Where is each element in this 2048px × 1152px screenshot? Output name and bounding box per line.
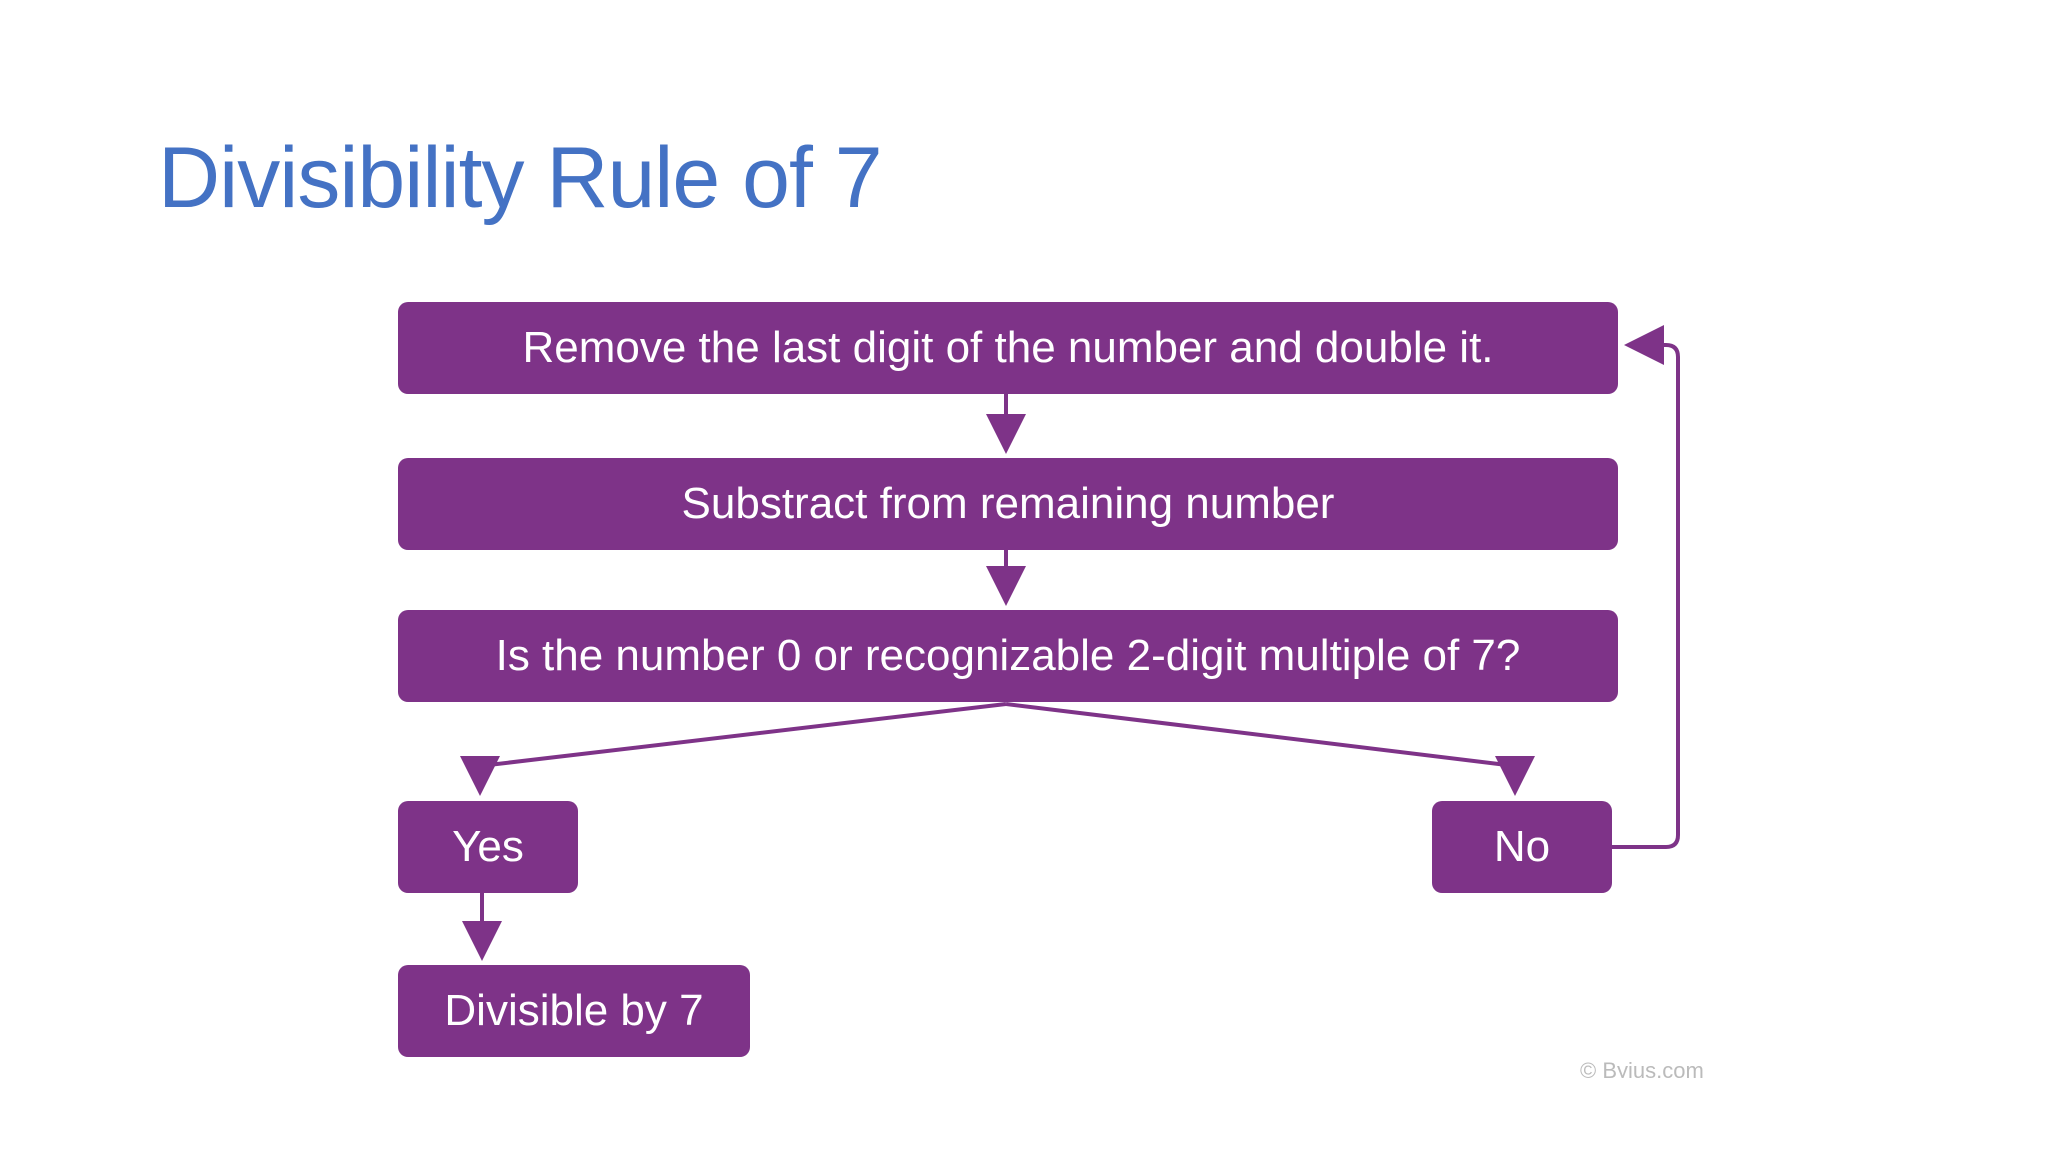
slide-title: Divisibility Rule of 7	[158, 130, 883, 226]
arrow-question-to-no	[1005, 702, 1535, 796]
step-remove-double-label: Remove the last digit of the number and …	[522, 323, 1494, 372]
divisible-result-box: Divisible by 7	[398, 965, 750, 1057]
arrow-question-to-yes	[460, 702, 1007, 796]
decision-question-box: Is the number 0 or recognizable 2-digit …	[398, 610, 1618, 702]
step-remove-double-box: Remove the last digit of the number and …	[398, 302, 1618, 394]
step-subtract-label: Substract from remaining number	[681, 479, 1335, 528]
yes-box: Yes	[398, 801, 578, 893]
no-label: No	[1493, 822, 1551, 871]
no-box: No	[1432, 801, 1612, 893]
divisible-result-label: Divisible by 7	[444, 986, 704, 1035]
decision-question-label: Is the number 0 or recognizable 2-digit …	[495, 631, 1521, 680]
step-subtract-box: Substract from remaining number	[398, 458, 1618, 550]
arrow-no-loop-back	[1612, 325, 1680, 849]
source-credit: © Byjus.com	[1580, 1058, 1704, 1078]
yes-label: Yes	[452, 822, 524, 871]
